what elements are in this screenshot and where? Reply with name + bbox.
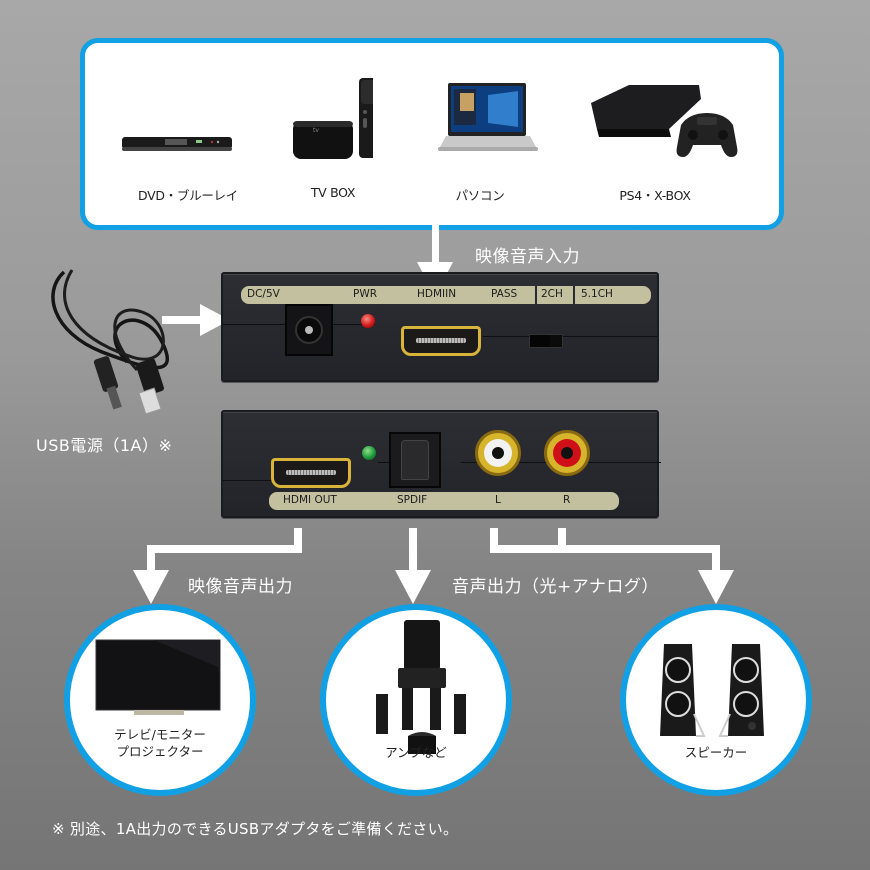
label-l: L bbox=[495, 494, 501, 506]
hdmi-out-arrow-horizontal bbox=[147, 545, 302, 553]
output-label-line1: スピーカー bbox=[684, 745, 748, 760]
hdmi-out-arrow-drop bbox=[147, 545, 155, 573]
switch-knob bbox=[530, 335, 550, 347]
source-label: PS4・X-BOX bbox=[619, 188, 691, 203]
label-spdif: SPDIF bbox=[397, 494, 428, 506]
rear-label-strip: HDMI OUT SPDIF L R bbox=[269, 492, 619, 510]
output-label: スピーカー bbox=[626, 744, 806, 761]
output-speakers: スピーカー bbox=[620, 604, 812, 796]
trace-line bbox=[223, 324, 285, 325]
label-hdmi-in: HDMIIN bbox=[417, 288, 457, 300]
video-audio-output-caption: 映像音声出力 bbox=[188, 577, 293, 597]
speaker-icon bbox=[660, 644, 764, 737]
usb-cable-icon bbox=[51, 269, 170, 415]
label-pass: PASS bbox=[491, 288, 518, 300]
input-arrow-shaft bbox=[432, 222, 439, 266]
rca-left-port bbox=[475, 430, 521, 476]
rear-panel: HDMI OUT SPDIF L R bbox=[221, 410, 661, 518]
audio-output-caption: 音声出力（光+アナログ） bbox=[452, 577, 659, 597]
laptop-icon bbox=[438, 83, 538, 151]
source-label: TV BOX bbox=[310, 185, 356, 200]
spdif-arrow-head bbox=[395, 570, 431, 604]
output-label-line1: テレビ/モニター bbox=[114, 727, 206, 742]
label-r: R bbox=[563, 494, 571, 506]
strip-divider bbox=[535, 286, 537, 304]
output-label: アンプなど bbox=[326, 744, 506, 761]
footnote: ※ 別途、1A出力のできるUSBアダプタをご準備ください。 bbox=[52, 820, 459, 838]
input-caption: 映像音声入力 bbox=[475, 247, 580, 267]
game-console-icon bbox=[591, 85, 738, 157]
label-2ch: 2CH bbox=[541, 288, 563, 300]
rca-right-port bbox=[544, 430, 590, 476]
tv-box-icon: tv bbox=[293, 78, 373, 159]
analog-r-arrow-shaft bbox=[558, 528, 566, 548]
analog-arrow-horizontal bbox=[490, 545, 720, 553]
label-dc5v: DC/5V bbox=[247, 288, 280, 300]
power-arrow-shaft bbox=[162, 316, 200, 324]
pass-channel-switch[interactable] bbox=[529, 334, 563, 348]
hdmi-out-arrow-shaft bbox=[294, 528, 302, 550]
source-label: DVD・ブルーレイ bbox=[138, 188, 238, 203]
spdif-port bbox=[389, 432, 441, 488]
hdmi-in-port bbox=[401, 326, 481, 356]
home-theater-icon bbox=[376, 620, 466, 754]
front-label-strip: DC/5V PWR HDMIIN PASS 2CH 5.1CH bbox=[241, 286, 651, 304]
svg-text:tv: tv bbox=[313, 127, 319, 134]
pwr-led bbox=[361, 314, 375, 328]
label-pwr: PWR bbox=[353, 288, 378, 300]
output-amp: アンプなど bbox=[320, 604, 512, 796]
source-item-laptop: パソコン bbox=[400, 43, 560, 225]
dc-jack-pin bbox=[305, 326, 313, 334]
trace-line bbox=[333, 324, 375, 325]
hdmi-out-port bbox=[271, 458, 351, 488]
strip-divider bbox=[573, 286, 575, 304]
status-led bbox=[362, 446, 376, 460]
analog-arrow-drop bbox=[712, 545, 720, 573]
output-tv: テレビ/モニター プロジェクター bbox=[64, 604, 256, 796]
trace-line bbox=[223, 480, 273, 481]
label-51ch: 5.1CH bbox=[581, 288, 613, 300]
analog-arrow-head bbox=[698, 570, 734, 604]
power-caption: USB電源（1A）※ bbox=[36, 436, 173, 455]
front-panel: DC/5V PWR HDMIIN PASS 2CH 5.1CH bbox=[221, 272, 659, 382]
tv-icon bbox=[95, 639, 221, 715]
spdif-arrow-shaft bbox=[409, 528, 417, 574]
label-hdmi-out: HDMI OUT bbox=[283, 494, 337, 506]
output-label: テレビ/モニター プロジェクター bbox=[70, 726, 250, 760]
trace-line bbox=[483, 336, 657, 337]
analog-l-arrow-shaft bbox=[490, 528, 498, 553]
source-item-dvd: DVD・ブルーレイ bbox=[108, 43, 268, 225]
spdif-shutter bbox=[401, 440, 429, 480]
hdmi-out-arrow-head bbox=[133, 570, 169, 604]
output-label-line1: アンプなど bbox=[385, 745, 447, 760]
output-label-line2: プロジェクター bbox=[116, 744, 204, 759]
dvd-player-icon bbox=[122, 137, 232, 151]
source-item-tvbox: tv TV BOX bbox=[253, 43, 413, 225]
source-devices-panel: DVD・ブルーレイ tv TV BOX パソコン bbox=[80, 38, 784, 230]
source-label: パソコン bbox=[455, 188, 505, 203]
dc-jack bbox=[285, 304, 333, 356]
source-item-console: PS4・X-BOX bbox=[575, 43, 738, 225]
